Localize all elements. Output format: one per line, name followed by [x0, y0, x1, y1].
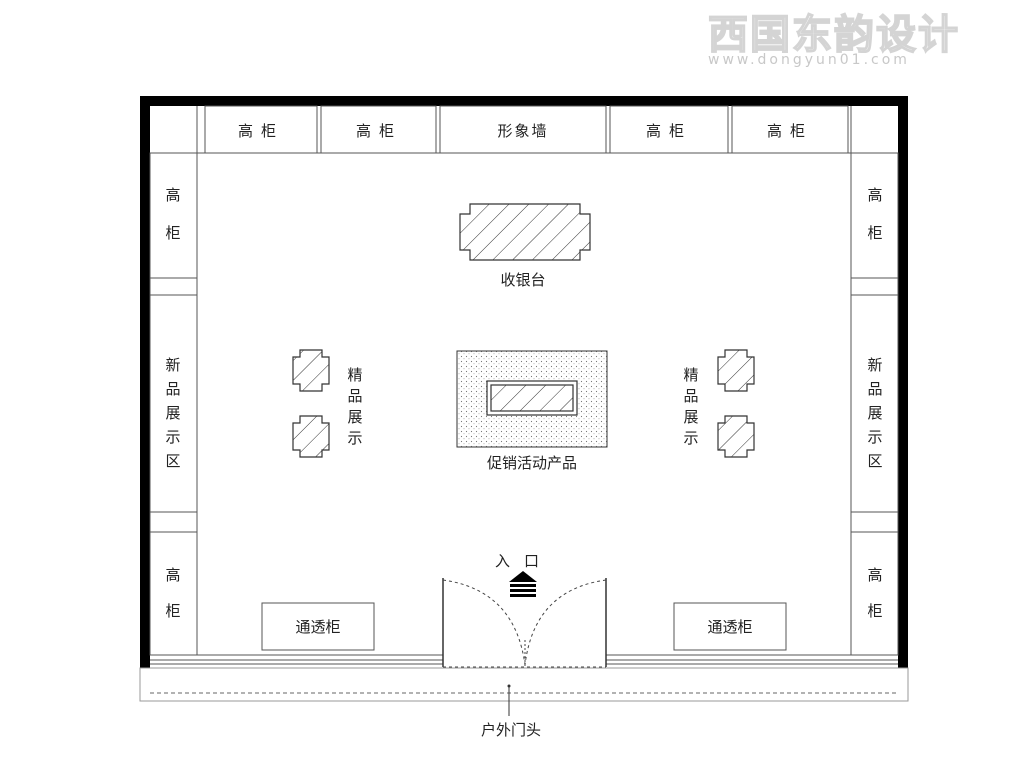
watermark-url: www.dongyun01.com — [708, 52, 910, 68]
top-cabinet-row — [150, 105, 898, 154]
left-top-cabinet-label: 高柜 — [165, 186, 180, 242]
right-fine-display-label: 精品展示 — [683, 366, 698, 447]
left-new-display-label: 新品展示区 — [165, 356, 180, 470]
right-cabinet-column — [850, 106, 899, 656]
entrance-arrow-icon — [509, 571, 537, 597]
right-display-stands — [717, 349, 755, 458]
front-wall — [150, 578, 898, 667]
entrance-label: 入口 — [495, 552, 553, 570]
outer-walls — [140, 96, 908, 668]
image-wall-label: 形象墙 — [497, 122, 548, 140]
right-clear-cabinet — [673, 602, 787, 651]
watermark-logo: 西国东韵设计 www.dongyun01.com — [707, 11, 960, 68]
right-new-display-label: 新品展示区 — [867, 356, 882, 470]
left-clear-cabinet — [261, 602, 375, 651]
outdoor-sign-label: 户外门头 — [481, 721, 541, 739]
right-clear-cabinet-label: 通透柜 — [707, 618, 752, 636]
left-cabinet-column — [149, 106, 198, 656]
promo-table — [456, 350, 608, 448]
left-fine-display-label: 精品展示 — [347, 366, 362, 447]
right-bottom-cabinet-label: 高柜 — [867, 566, 882, 620]
promo-label: 促销活动产品 — [487, 454, 577, 472]
watermark-brand: 西国东韵设计 — [708, 12, 960, 58]
outdoor-sign-strip — [139, 667, 909, 716]
left-clear-cabinet-label: 通透柜 — [295, 618, 340, 636]
cashier-label: 收银台 — [500, 271, 545, 289]
left-bottom-cabinet-label: 高柜 — [165, 566, 180, 620]
top-cabinet-label-3: 高柜 — [646, 122, 692, 140]
cashier-desk — [459, 203, 591, 261]
top-cabinet-label-4: 高柜 — [767, 122, 813, 140]
top-cabinet-label-1: 高柜 — [238, 122, 284, 140]
top-cabinet-label-2: 高柜 — [356, 122, 402, 140]
left-display-stands — [292, 349, 330, 458]
right-top-cabinet-label: 高柜 — [867, 186, 882, 242]
